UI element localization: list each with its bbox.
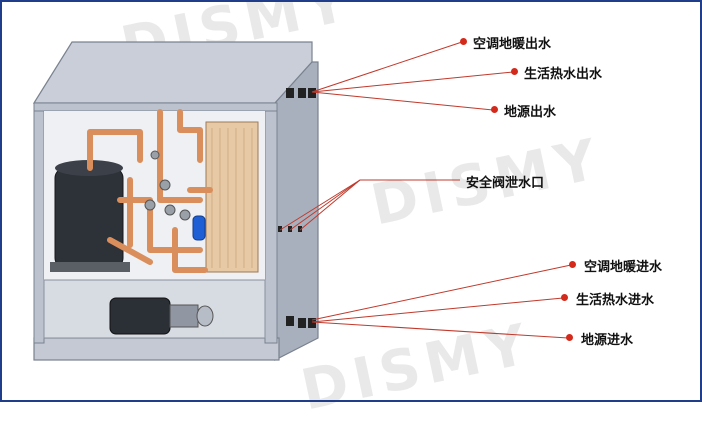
compressor-mount	[50, 262, 130, 272]
pump-flange	[196, 305, 214, 327]
cabinet-base	[33, 337, 280, 361]
compressor	[54, 167, 124, 269]
unit-illustration	[0, 0, 702, 402]
callout-dot-ac-floor-in	[569, 261, 576, 268]
callout-dot-ac-floor-out	[460, 38, 467, 45]
ports	[278, 88, 316, 328]
image-border	[0, 0, 702, 402]
water-pump	[109, 297, 171, 335]
label-safety-valve: 安全阀泄水口	[466, 176, 545, 191]
expansion-valve	[192, 215, 206, 241]
frame-top	[33, 102, 278, 112]
callout-dot-ground-in	[566, 334, 573, 341]
pump-housing	[169, 304, 199, 328]
label-dhw-out: 生活热水出水	[524, 67, 603, 82]
callout-lines	[279, 41, 572, 339]
copper-piping	[87, 109, 213, 273]
heat-exchanger-plates	[211, 128, 253, 268]
cabinet-right-panel	[274, 61, 319, 361]
callout-dot-dhw-out	[511, 68, 518, 75]
frame-left	[33, 102, 45, 344]
cabinet-top	[32, 41, 313, 104]
label-ground-out: 地源出水	[504, 105, 557, 120]
callout-dot-ground-out	[491, 106, 498, 113]
plate-heat-exchanger	[205, 121, 259, 273]
frame-right	[264, 102, 278, 344]
label-dhw-in: 生活热水进水	[576, 293, 655, 308]
callout-dot-dhw-in	[561, 294, 568, 301]
label-ground-in: 地源进水	[581, 333, 634, 348]
label-ac-floor-out: 空调地暖出水	[473, 37, 552, 52]
label-ac-floor-in: 空调地暖进水	[584, 260, 663, 275]
valves	[144, 150, 191, 221]
